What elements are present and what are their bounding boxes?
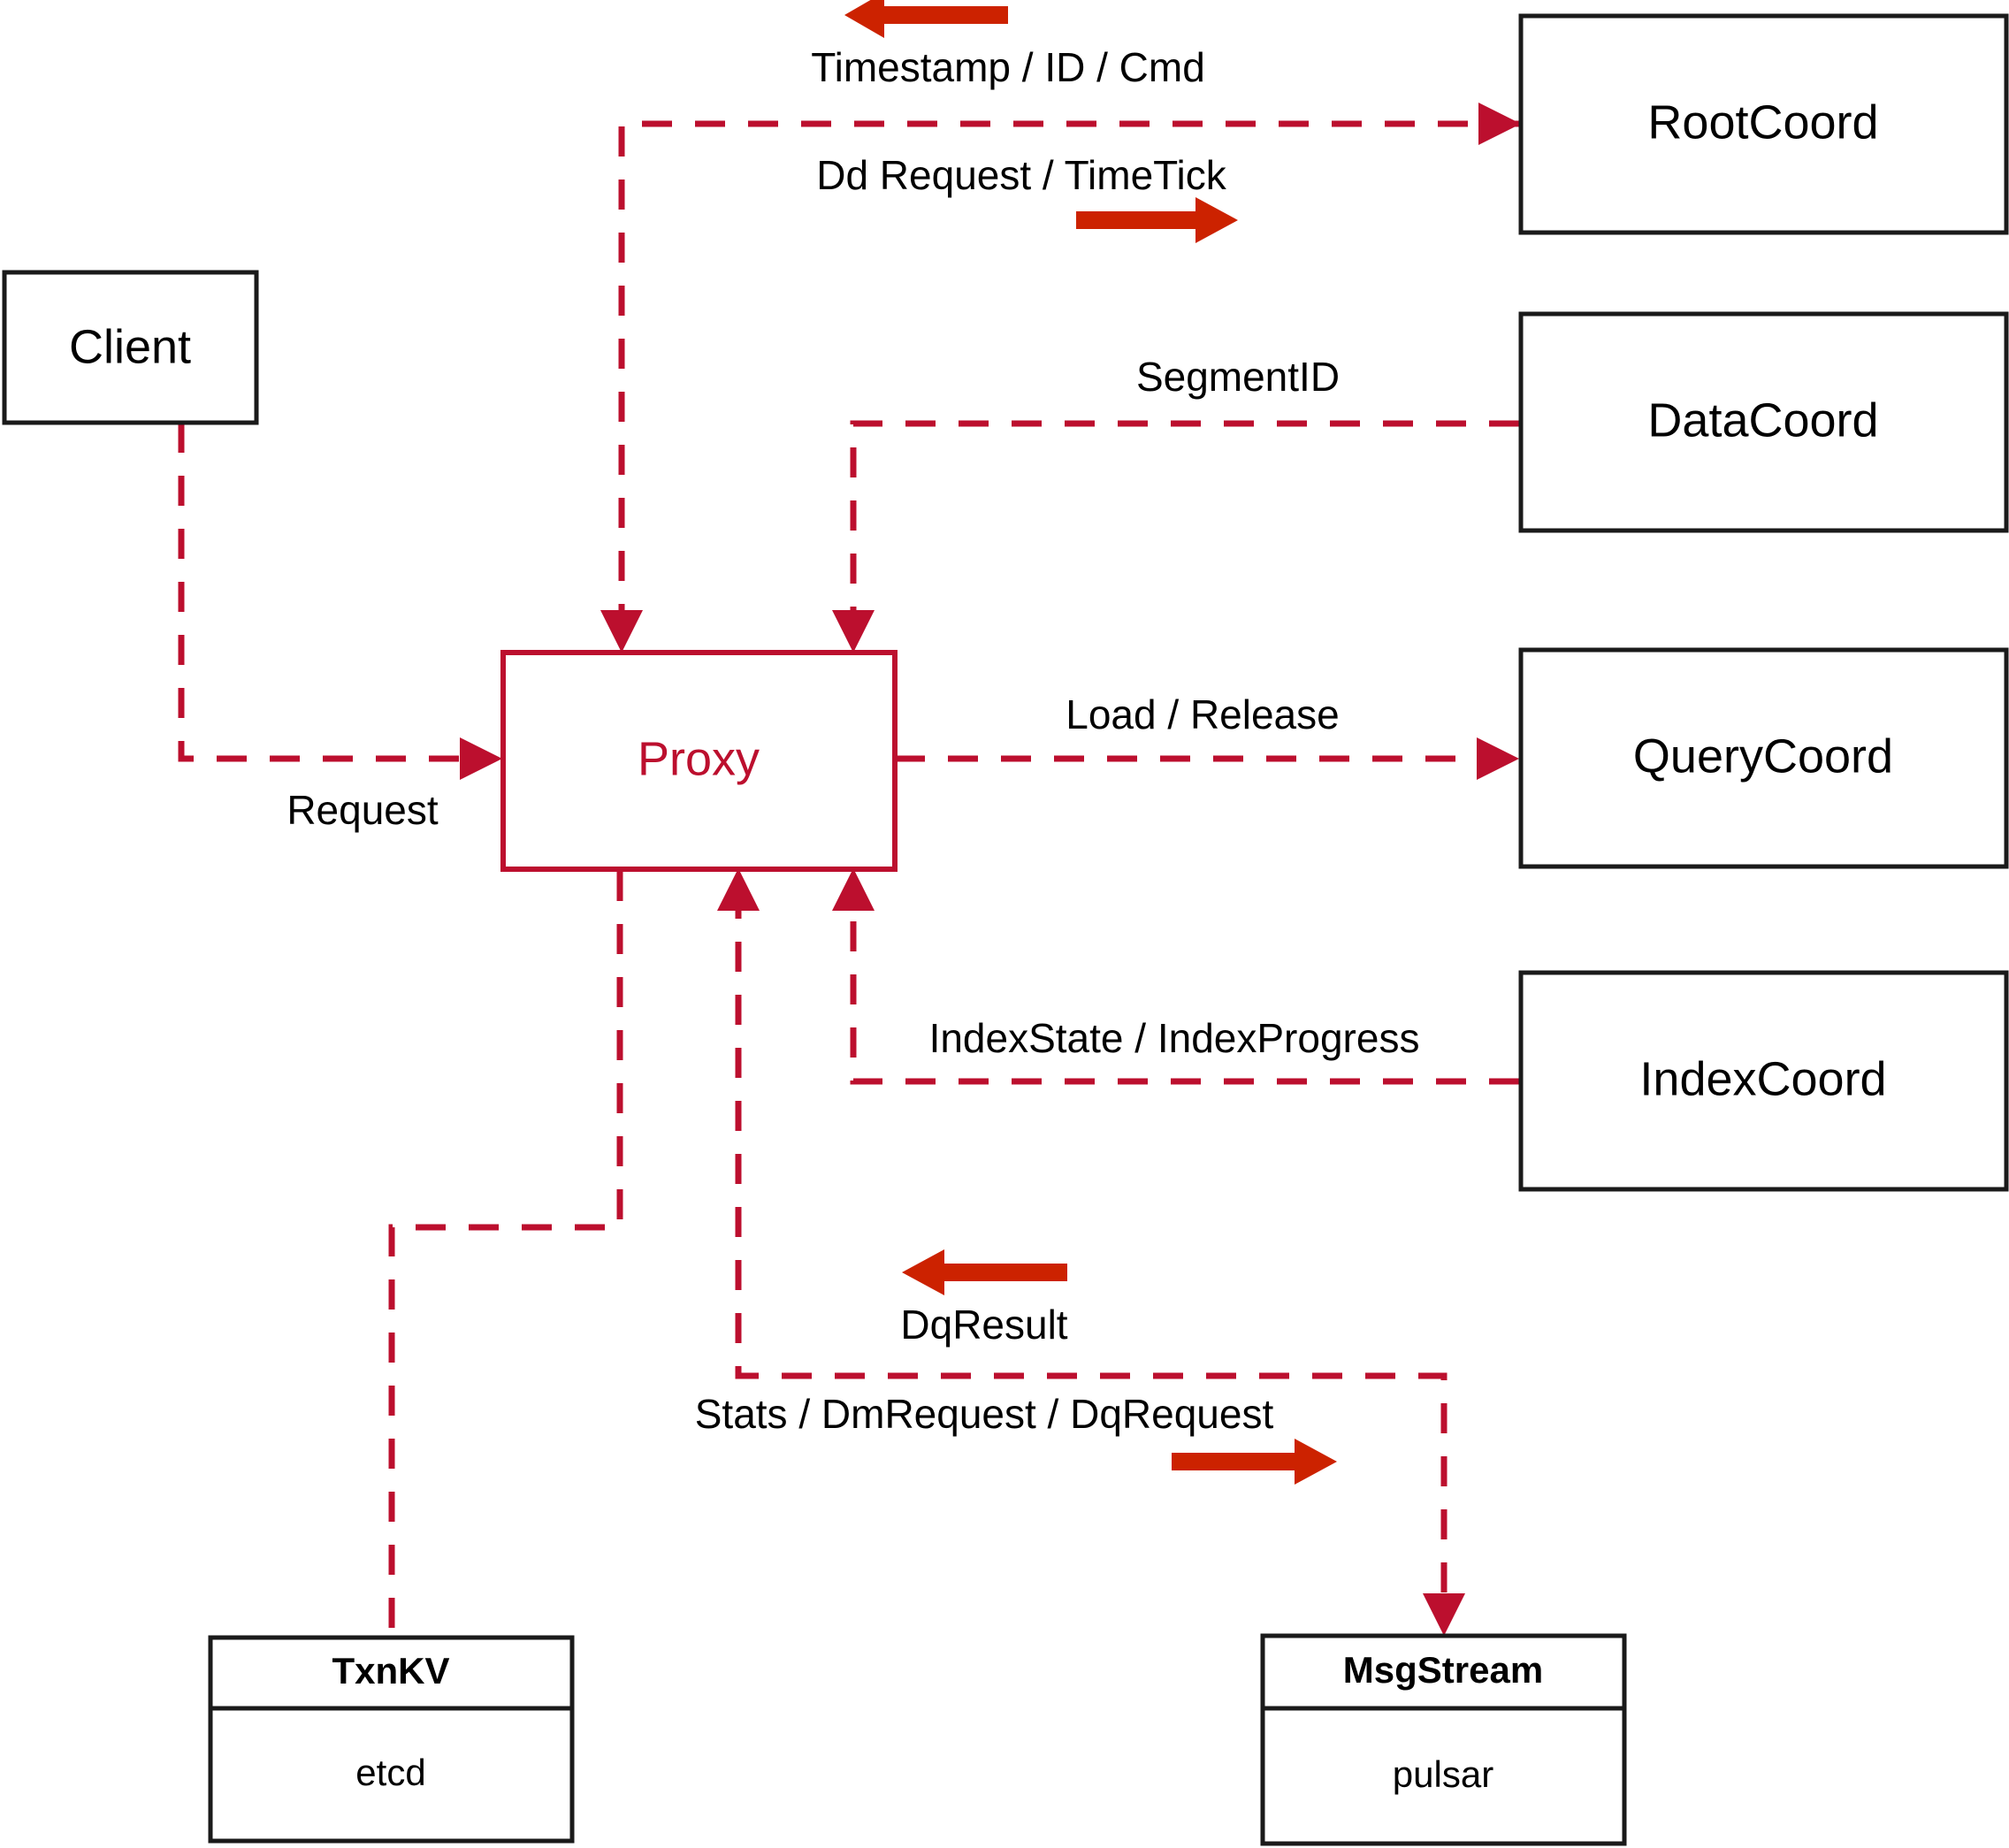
node-client[interactable]: Client (2, 270, 259, 425)
edge-label-timestamp-id-cmd: Timestamp / ID / Cmd (811, 44, 1205, 90)
edge-indexcoord-to-proxy-arrowhead (832, 868, 875, 911)
node-txnkv-impl: etcd (355, 1752, 425, 1793)
node-rootcoord-box (1518, 13, 2009, 235)
node-indexcoord-box (1518, 970, 2009, 1192)
edge-label-request: Request (286, 787, 439, 833)
edge-proxy-to-txnkv (388, 871, 623, 1638)
edge-label-stats-dmrequest-dqrequest: Stats / DmRequest / DqRequest (695, 1391, 1274, 1437)
edge-rootcoord-to-proxy-arrowhead (600, 610, 643, 653)
node-msgstream[interactable]: MsgStream pulsar (1260, 1633, 1627, 1846)
direction-arrow-left-dqresult (902, 1249, 1067, 1295)
node-txnkv[interactable]: TxnKV etcd (208, 1635, 575, 1844)
node-datacoord-label: DataCoord (1647, 393, 1878, 447)
edge-proxy-to-rootcoord-arrowhead (1478, 103, 1521, 145)
edge-label-indexstate-indexprogress: IndexState / IndexProgress (929, 1015, 1420, 1061)
edge-indexcoord-to-proxy (850, 889, 1519, 1085)
node-querycoord[interactable]: QueryCoord (1518, 647, 2009, 869)
edge-label-load-release: Load / Release (1066, 691, 1339, 737)
node-proxy[interactable]: Proxy (500, 650, 898, 872)
edge-msgstream-to-proxy-arrowhead (717, 868, 760, 911)
node-datacoord-box (1518, 311, 2009, 533)
node-datacoord[interactable]: DataCoord (1518, 311, 2009, 533)
edge-client-to-proxy (178, 423, 483, 762)
node-msgstream-impl: pulsar (1393, 1753, 1493, 1795)
node-rootcoord[interactable]: RootCoord (1518, 13, 2009, 235)
node-proxy-label: Proxy (638, 732, 760, 785)
node-querycoord-box (1518, 647, 2009, 869)
node-indexcoord-label: IndexCoord (1639, 1052, 1886, 1105)
edge-datacoord-to-proxy (850, 420, 1519, 632)
edge-label-dd-request-timetick: Dd Request / TimeTick (816, 152, 1227, 198)
node-proxy-box (500, 650, 898, 872)
node-txnkv-title: TxnKV (332, 1650, 449, 1691)
node-client-label: Client (69, 320, 191, 373)
edge-proxy-to-msgstream-arrowhead (1423, 1593, 1465, 1636)
edge-label-dqresult: DqResult (900, 1302, 1067, 1348)
edge-rootcoord-to-proxy (618, 120, 1521, 632)
node-txnkv-box (208, 1635, 575, 1844)
node-querycoord-label: QueryCoord (1633, 729, 1893, 783)
direction-arrow-left-rootcoord (844, 0, 1008, 38)
node-rootcoord-label: RootCoord (1647, 95, 1878, 149)
node-indexcoord[interactable]: IndexCoord (1518, 970, 2009, 1192)
direction-arrow-right-rootcoord (1076, 197, 1238, 243)
edge-client-to-proxy-arrowhead (460, 737, 502, 780)
edge-msgstream-to-proxy (735, 889, 1448, 1609)
node-client-box (2, 270, 259, 425)
edge-label-segmentid: SegmentID (1136, 354, 1340, 400)
direction-arrow-right-msgstream (1172, 1439, 1337, 1485)
node-msgstream-title: MsgStream (1343, 1649, 1543, 1691)
node-msgstream-box (1260, 1633, 1627, 1846)
edge-proxy-to-querycoord-arrowhead (1477, 737, 1519, 780)
edge-datacoord-to-proxy-arrowhead (832, 610, 875, 653)
